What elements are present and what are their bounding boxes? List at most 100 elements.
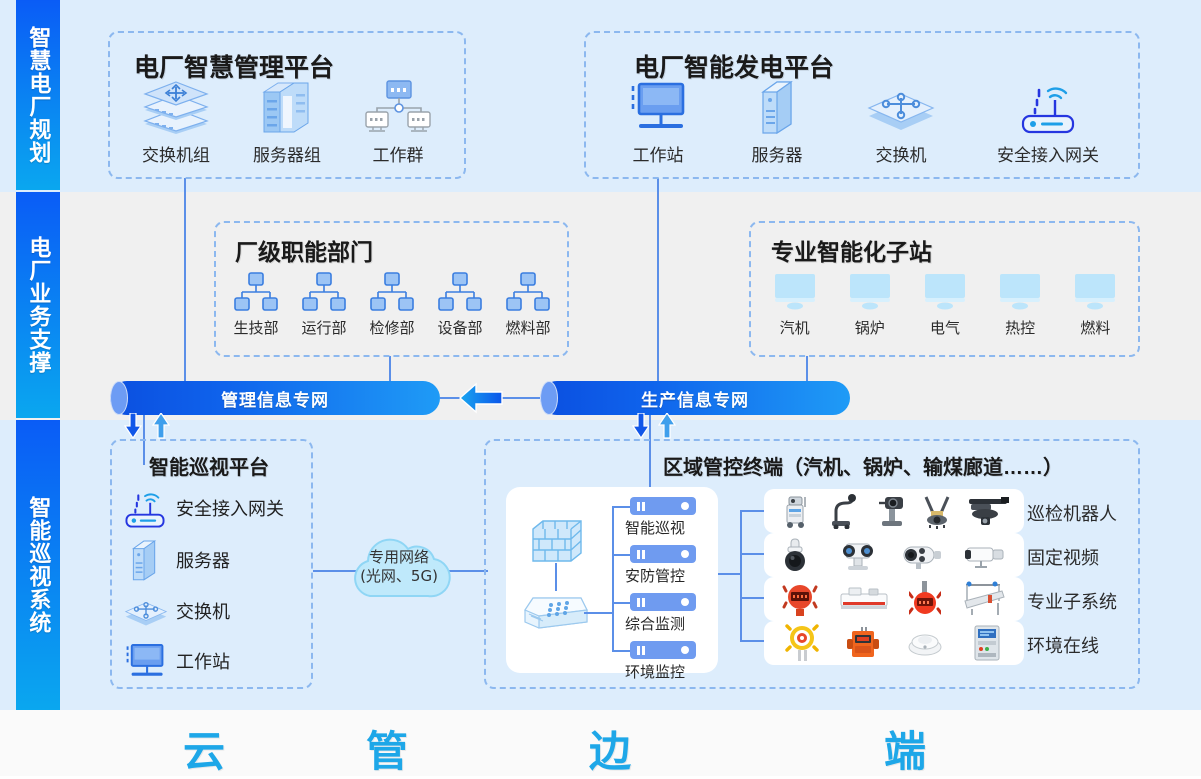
connector-mgmt-platform-to-net [184, 178, 186, 384]
sidebar-segment-inspection-label: 智能巡视系统 [26, 496, 52, 634]
switch-stack-icon [143, 81, 209, 134]
cloud-label-line2: (光网、5G) [360, 566, 438, 585]
department-item-4[interactable]: 燃料部 [505, 272, 551, 338]
net-link-right [500, 397, 540, 399]
gen-item-switch[interactable]: 交换机 [863, 78, 939, 166]
network-bar-management[interactable]: 管理信息专网 [110, 381, 440, 415]
panel-inspection-platform-title: 智能巡视平台 [149, 457, 269, 479]
service-bar-3-label: 环境监控 [625, 663, 686, 681]
org-tree-icon [302, 272, 346, 311]
network-bar-production[interactable]: 生产信息专网 [540, 381, 850, 415]
sidebar-segment-inspection[interactable]: 智能巡视系统 [16, 420, 60, 710]
monitor-icon [1075, 274, 1116, 310]
substation-item-0[interactable]: 汽机 [773, 272, 817, 338]
connector-service-bus [612, 506, 614, 650]
device-row-environment-label: 环境在线 [1027, 636, 1099, 657]
footer-label-end: 端 [884, 728, 927, 775]
inspection-robot-icon [832, 494, 857, 529]
up-arrow-icon-mgmt [152, 413, 170, 439]
mgmt-item-workgroup[interactable]: 工作群 [363, 78, 433, 166]
gen-item-workstation[interactable]: 工作站 [625, 78, 691, 166]
footer-label-pipe: 管 [366, 728, 409, 775]
smoke-detector-icon [908, 634, 942, 656]
substations-items: 汽机 锅炉 电气 热控 [757, 272, 1133, 338]
footer-label-cloud: 云 [183, 728, 226, 775]
gen-item-secure-gateway[interactable]: 安全接入网关 [997, 78, 1099, 166]
server-bar-icon [637, 549, 645, 559]
linear-device-icon [840, 587, 888, 609]
connector-substations-to-net [806, 356, 808, 384]
department-item-1[interactable]: 运行部 [301, 272, 347, 338]
connector-switch-to-bus [584, 612, 612, 614]
substation-item-1[interactable]: 锅炉 [848, 272, 892, 338]
inspection-item-switch[interactable]: 交换机 [122, 586, 308, 636]
connector-gen-platform-to-net [657, 178, 659, 384]
device-row-video[interactable] [764, 533, 1024, 577]
bullet-camera-icon [964, 547, 1004, 568]
cloud-icon [354, 538, 451, 598]
monitor-icon [849, 274, 890, 310]
device-row-robots[interactable] [764, 489, 1024, 533]
connector-firewall-to-switch [555, 563, 557, 591]
department-item-2-label: 检修部 [369, 319, 415, 337]
bullet-camera-icon [903, 546, 942, 569]
substation-item-4-label: 燃料 [1080, 319, 1111, 337]
substation-item-3[interactable]: 热控 [998, 272, 1042, 338]
department-item-0[interactable]: 生技部 [233, 272, 279, 338]
inspection-item-server[interactable]: 服务器 [122, 534, 308, 586]
org-tree-icon [370, 272, 414, 311]
department-item-3-label: 设备部 [437, 319, 483, 337]
substation-item-4[interactable]: 燃料 [1073, 272, 1117, 338]
service-bar-0[interactable] [630, 497, 696, 515]
network-bar-production-label: 生产信息专网 [641, 390, 749, 410]
flame-detector-icon [782, 585, 818, 616]
panel-gen-platform-title: 电厂智能发电平台 [634, 54, 835, 82]
department-item-3[interactable]: 设备部 [437, 272, 483, 338]
panel-departments-title: 厂级职能部门 [235, 239, 373, 265]
monitor-icon [924, 274, 965, 310]
firewall-icon [532, 520, 582, 562]
inspection-robot-icon [968, 497, 1009, 525]
sidebar-segment-planning-label: 智慧电厂规划 [26, 26, 52, 164]
inspection-item-server-label: 服务器 [176, 551, 230, 572]
connector-service-0 [612, 506, 632, 508]
panel-substations [749, 221, 1140, 357]
connector-net-to-area-terminal [649, 415, 651, 493]
department-item-2[interactable]: 检修部 [369, 272, 415, 338]
network-bar-management-label: 管理信息专网 [221, 390, 329, 410]
inspection-item-workstation[interactable]: 工作站 [122, 636, 308, 686]
service-bar-3[interactable] [630, 641, 696, 659]
secure-gateway-icon [1021, 87, 1075, 134]
service-bar-2[interactable] [630, 593, 696, 611]
switch-icon [867, 92, 935, 130]
service-bar-1[interactable] [630, 545, 696, 563]
mgmt-item-workgroup-label: 工作群 [372, 146, 424, 166]
departments-items: 生技部 运行部 检修部 [222, 272, 562, 338]
conveyor-icon [964, 581, 1005, 615]
panel-inspection-platform [110, 439, 313, 689]
mgmt-item-server-group[interactable]: 服务器组 [253, 78, 321, 166]
department-item-1-label: 运行部 [301, 319, 347, 337]
mgmt-item-switch-stack[interactable]: 交换机组 [141, 78, 211, 166]
workgroup-icon [365, 80, 431, 132]
gen-item-workstation-label: 工作站 [632, 146, 684, 166]
connector-service-3 [612, 650, 632, 652]
down-arrow-icon-prod [632, 413, 650, 439]
device-row-environment[interactable] [764, 621, 1024, 665]
mgmt-item-switch-stack-label: 交换机组 [142, 146, 210, 166]
dual-camera-icon [842, 543, 873, 570]
sidebar-segment-planning[interactable]: 智慧电厂规划 [16, 0, 60, 190]
device-row-subsystems[interactable] [764, 577, 1024, 621]
status-dot-icon [681, 646, 689, 654]
connector-service-1 [612, 554, 632, 556]
inspection-robot-icon [786, 496, 807, 528]
substation-item-2[interactable]: 电气 [923, 272, 967, 338]
cloud-link-right [443, 570, 488, 572]
switch-icon [124, 601, 168, 626]
inspection-item-secure-gateway[interactable]: 安全接入网关 [122, 482, 308, 534]
sidebar-segment-business[interactable]: 电厂业务支撑 [16, 192, 60, 418]
band-footer [0, 710, 1201, 776]
gen-item-server[interactable]: 服务器 [749, 78, 805, 166]
panel-substations-title: 专业智能化子站 [771, 239, 932, 265]
monitor-icon [774, 274, 815, 310]
